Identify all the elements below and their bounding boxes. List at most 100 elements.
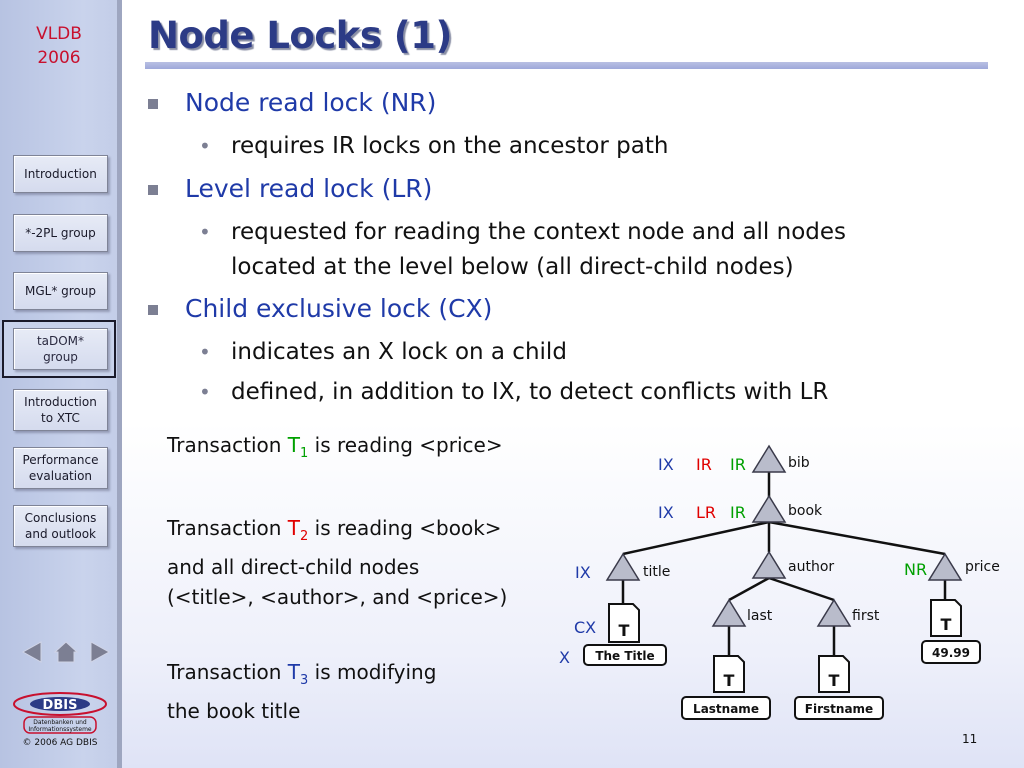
- value-text-lastname: Lastname: [693, 702, 759, 716]
- nav-label: Conclusions and outlook: [24, 511, 97, 541]
- bullet-text: Node read lock (NR): [185, 88, 437, 117]
- dot-bullet-icon: •: [199, 134, 211, 158]
- tx-pre: Transaction: [167, 660, 288, 684]
- nav-introduction[interactable]: Introduction: [13, 155, 108, 193]
- lock-title-ix: IX: [575, 563, 591, 582]
- nav-label: Performance evaluation: [22, 453, 99, 483]
- square-bullet-icon: [148, 305, 158, 315]
- logo-subtext-1: Datenbanken und: [33, 719, 87, 726]
- node-label-author: author: [788, 559, 834, 575]
- node-book: [751, 494, 787, 523]
- sub-bullet-text: indicates an X lock on a child: [231, 339, 567, 365]
- nav-tadom-group[interactable]: taDOM* group: [13, 328, 108, 370]
- transaction-t2: Transaction T2 is reading <book> and all…: [167, 513, 507, 612]
- text-node-t: T: [619, 621, 630, 640]
- home-icon: [53, 641, 79, 663]
- node-first: [816, 598, 852, 627]
- previous-slide-button[interactable]: [18, 638, 46, 666]
- tx-index: 1: [300, 446, 309, 461]
- node-title: [605, 552, 641, 581]
- sub-bullet-text: located at the level below (all direct-c…: [231, 254, 794, 280]
- tx-line2: and all direct-child nodes: [167, 555, 420, 579]
- text-node-first-icon: [818, 655, 850, 693]
- node-last: [711, 598, 747, 627]
- tx-name: T: [287, 516, 300, 540]
- nav-performance-evaluation[interactable]: Performance evaluation: [13, 447, 108, 489]
- dot-bullet-icon: •: [199, 340, 211, 364]
- sub-bullet-text: defined, in addition to IX, to detect co…: [231, 379, 829, 405]
- node-label-last: last: [747, 608, 773, 624]
- page-title: Node Locks (1): [148, 14, 452, 57]
- next-slide-button[interactable]: [86, 638, 114, 666]
- transaction-t3: Transaction T3 is modifying the book tit…: [167, 657, 436, 726]
- node-label-first: first: [852, 608, 880, 624]
- sidebar-edge: [117, 0, 122, 768]
- value-box-firstname: [794, 696, 884, 720]
- tx-index: 2: [300, 529, 309, 544]
- dot-bullet-icon: •: [199, 220, 211, 244]
- tx-post: is modifying: [308, 660, 437, 684]
- conference-label: VLDB 2006: [0, 22, 118, 70]
- conference-name: VLDB: [36, 24, 82, 44]
- lock-book-ir: IR: [730, 503, 746, 522]
- logo-subtext-2: Informationssysteme: [28, 726, 92, 733]
- home-button[interactable]: [52, 638, 80, 666]
- logo-text: DBIS: [43, 698, 78, 713]
- lock-title-x: X: [559, 648, 570, 667]
- lock-price-nr: NR: [904, 560, 927, 579]
- lock-book-ix: IX: [658, 503, 674, 522]
- lock-bib-ir-t2: IR: [696, 455, 712, 474]
- text-node-t: T: [829, 671, 840, 690]
- sidebar: [0, 0, 122, 768]
- tx-pre: Transaction: [167, 516, 288, 540]
- xml-tree-diagram: bib book title author price last first T…: [559, 444, 1000, 720]
- tx-post: is reading <book>: [308, 516, 502, 540]
- node-label-book: book: [788, 503, 823, 519]
- tx-index: 3: [300, 673, 309, 688]
- conference-year: 2006: [37, 48, 81, 68]
- nav-introduction-xtc[interactable]: Introduction to XTC: [13, 389, 108, 431]
- copyright: © 2006 AG DBIS: [22, 738, 98, 748]
- tx-line3: (<title>, <author>, and <price>): [167, 585, 508, 609]
- text-node-last-icon: [713, 655, 745, 693]
- arrow-right-icon: [90, 641, 111, 663]
- nav-label: taDOM* group: [36, 334, 85, 364]
- nav-conclusions[interactable]: Conclusions and outlook: [13, 505, 108, 547]
- value-text-firstname: Firstname: [805, 702, 873, 716]
- arrow-left-icon: [21, 641, 42, 663]
- lock-bib-ix: IX: [658, 455, 674, 474]
- nav-label: MGL* group: [24, 284, 96, 298]
- bullet-text: Child exclusive lock (CX): [185, 294, 493, 323]
- text-node-t: T: [941, 615, 952, 634]
- page-number: 11: [962, 732, 978, 746]
- sub-bullet-text: requires IR locks on the ancestor path: [231, 133, 669, 159]
- square-bullet-icon: [148, 185, 158, 195]
- text-node-price-icon: [930, 599, 962, 637]
- transaction-t1: Transaction T1 is reading <price>: [167, 430, 503, 469]
- value-box-title: [583, 644, 667, 666]
- dbis-logo: DBIS Datenbanken und Informationssysteme: [13, 692, 107, 734]
- node-label-price: price: [965, 559, 1000, 575]
- node-price: [927, 552, 963, 581]
- nav-label: Introduction: [24, 167, 97, 181]
- nav-2pl-group[interactable]: *-2PL group: [13, 214, 108, 252]
- value-box-lastname: [681, 696, 771, 720]
- value-box-price: [921, 640, 981, 664]
- tx-post: is reading <price>: [308, 433, 503, 457]
- node-author: [751, 550, 787, 579]
- lock-title-cx: CX: [574, 618, 596, 637]
- text-node-title-icon: [608, 603, 640, 643]
- sub-bullet-text: requested for reading the context node a…: [231, 219, 847, 245]
- text-node-t: T: [724, 671, 735, 690]
- node-label-bib: bib: [788, 455, 810, 471]
- node-label-title: title: [643, 564, 670, 580]
- value-text-title: The Title: [595, 649, 654, 663]
- lock-book-lr: LR: [696, 503, 716, 522]
- nav-label: *-2PL group: [25, 226, 96, 240]
- nav-mgl-group[interactable]: MGL* group: [13, 272, 108, 310]
- tx-line2: the book title: [167, 699, 301, 723]
- dot-bullet-icon: •: [199, 380, 211, 404]
- bullet-text: Level read lock (LR): [185, 174, 433, 203]
- tx-pre: Transaction: [167, 433, 288, 457]
